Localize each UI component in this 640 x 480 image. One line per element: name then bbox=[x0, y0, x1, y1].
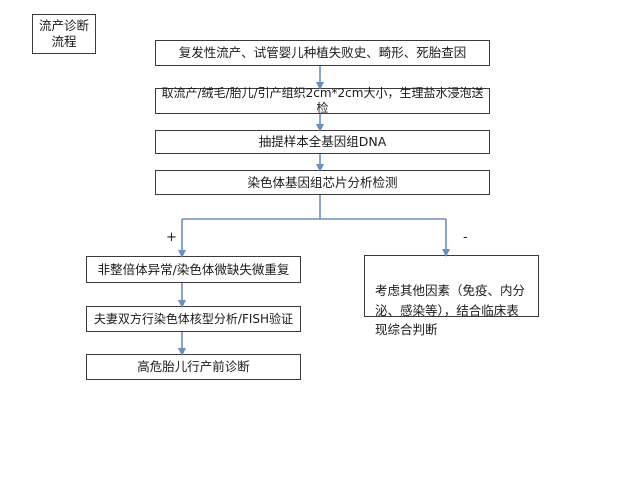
prenatal-box: 高危胎儿行产前诊断 bbox=[86, 354, 301, 380]
step-chip-box: 染色体基因组芯片分析检测 bbox=[155, 170, 490, 195]
other-factors-box: 考虑其他因素（免疫、内分 泌、感染等），结合临床表 现综合判断 bbox=[364, 255, 539, 337]
abnormality-box: 非整倍体异常/染色体微缺失微重复 bbox=[86, 256, 301, 283]
negative-sign: - bbox=[463, 230, 468, 245]
title-box: 流产诊断 流程 bbox=[32, 14, 96, 54]
positive-sign: + bbox=[166, 230, 177, 245]
other-factors-text: 考虑其他因素（免疫、内分 泌、感染等），结合临床表 现综合判断 bbox=[375, 283, 526, 338]
karyotype-box: 夫妻双方行染色体核型分析/FISH验证 bbox=[86, 306, 301, 332]
karyotype-text: 夫妻双方行染色体核型分析/FISH验证 bbox=[93, 311, 294, 326]
step-history-text: 复发性流产、试管婴儿种植失败史、畸形、死胎查因 bbox=[178, 45, 467, 61]
step-sample-text: 取流产/绒毛/胎儿/引产组织2cm*2cm大小，生理盐水浸泡送检 bbox=[161, 86, 484, 115]
prenatal-text: 高危胎儿行产前诊断 bbox=[137, 359, 250, 375]
step-chip-text: 染色体基因组芯片分析检测 bbox=[247, 174, 398, 190]
abnormality-text: 非整倍体异常/染色体微缺失微重复 bbox=[97, 261, 290, 277]
step-history-box: 复发性流产、试管婴儿种植失败史、畸形、死胎查因 bbox=[155, 40, 490, 66]
title-line2: 流程 bbox=[51, 34, 77, 49]
title-line1: 流产诊断 bbox=[38, 18, 89, 34]
step-dna-text: 抽提样本全基因组DNA bbox=[258, 134, 387, 150]
